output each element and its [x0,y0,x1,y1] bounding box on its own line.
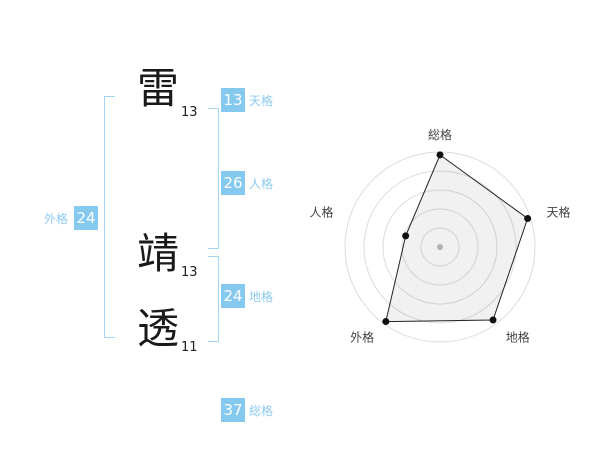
name-character-3: 透 [137,304,180,353]
gaikaku-badge: 24 [74,206,98,230]
gaikaku-label: 外格 [44,212,69,226]
radar-axis-label: 人格 [309,204,333,219]
radar-axis-label: 地格 [506,330,530,345]
jinkaku-bracket [208,108,219,249]
radar-axis-label: 天格 [547,204,571,219]
radar-axis-label: 総格 [428,127,452,142]
name-character-2: 靖 [137,229,180,278]
jinkaku-label: 人格 [249,177,274,191]
chikaku-badge: 24 [221,284,245,308]
jinkaku-badge: 26 [221,171,245,195]
name-character-1: 雷 [137,64,180,113]
radar-axis-label: 外格 [350,330,374,345]
stroke-count-2: 13 [181,265,198,280]
chikaku-label: 地格 [249,290,274,304]
stroke-count-1: 13 [181,105,198,120]
tenkaku-label: 天格 [249,94,274,108]
stroke-count-3: 11 [181,340,198,355]
soukaku-label: 総格 [249,404,274,418]
chikaku-bracket [208,256,219,342]
tenkaku-badge: 13 [221,88,245,112]
gaikaku-bracket [104,96,115,338]
soukaku-badge: 37 [221,398,245,422]
